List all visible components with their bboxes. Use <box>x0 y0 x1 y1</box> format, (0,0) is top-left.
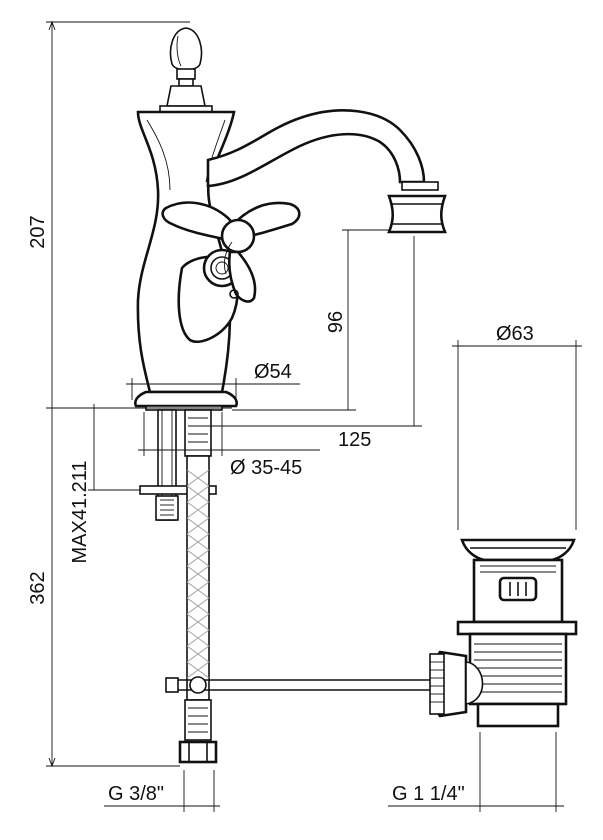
dim-max-label: MAX41.211 <box>69 460 91 563</box>
faucet-base <box>134 390 238 408</box>
dim-96-label: 96 <box>325 311 347 333</box>
lever-handle <box>161 201 301 343</box>
dim-35-45-label: Ø 35-45 <box>230 457 302 479</box>
dim-g114-label: G 1 1/4" <box>392 783 465 805</box>
spout <box>206 109 426 188</box>
dim-125-label: 125 <box>338 429 371 451</box>
faucet <box>134 27 447 411</box>
mounting-assembly <box>139 409 217 521</box>
dim-63-label: Ø63 <box>496 323 534 345</box>
pop-up-waste <box>429 538 578 728</box>
pull-rod <box>165 676 432 694</box>
dim-g38-label: G 3/8" <box>108 783 164 805</box>
dim-207-label: 207 <box>27 215 49 248</box>
dim-362-label: 362 <box>27 571 49 604</box>
dim-54-label: Ø54 <box>254 361 292 383</box>
dimension-lines <box>46 20 582 812</box>
finial <box>159 27 213 113</box>
flexible-hose <box>178 409 218 764</box>
